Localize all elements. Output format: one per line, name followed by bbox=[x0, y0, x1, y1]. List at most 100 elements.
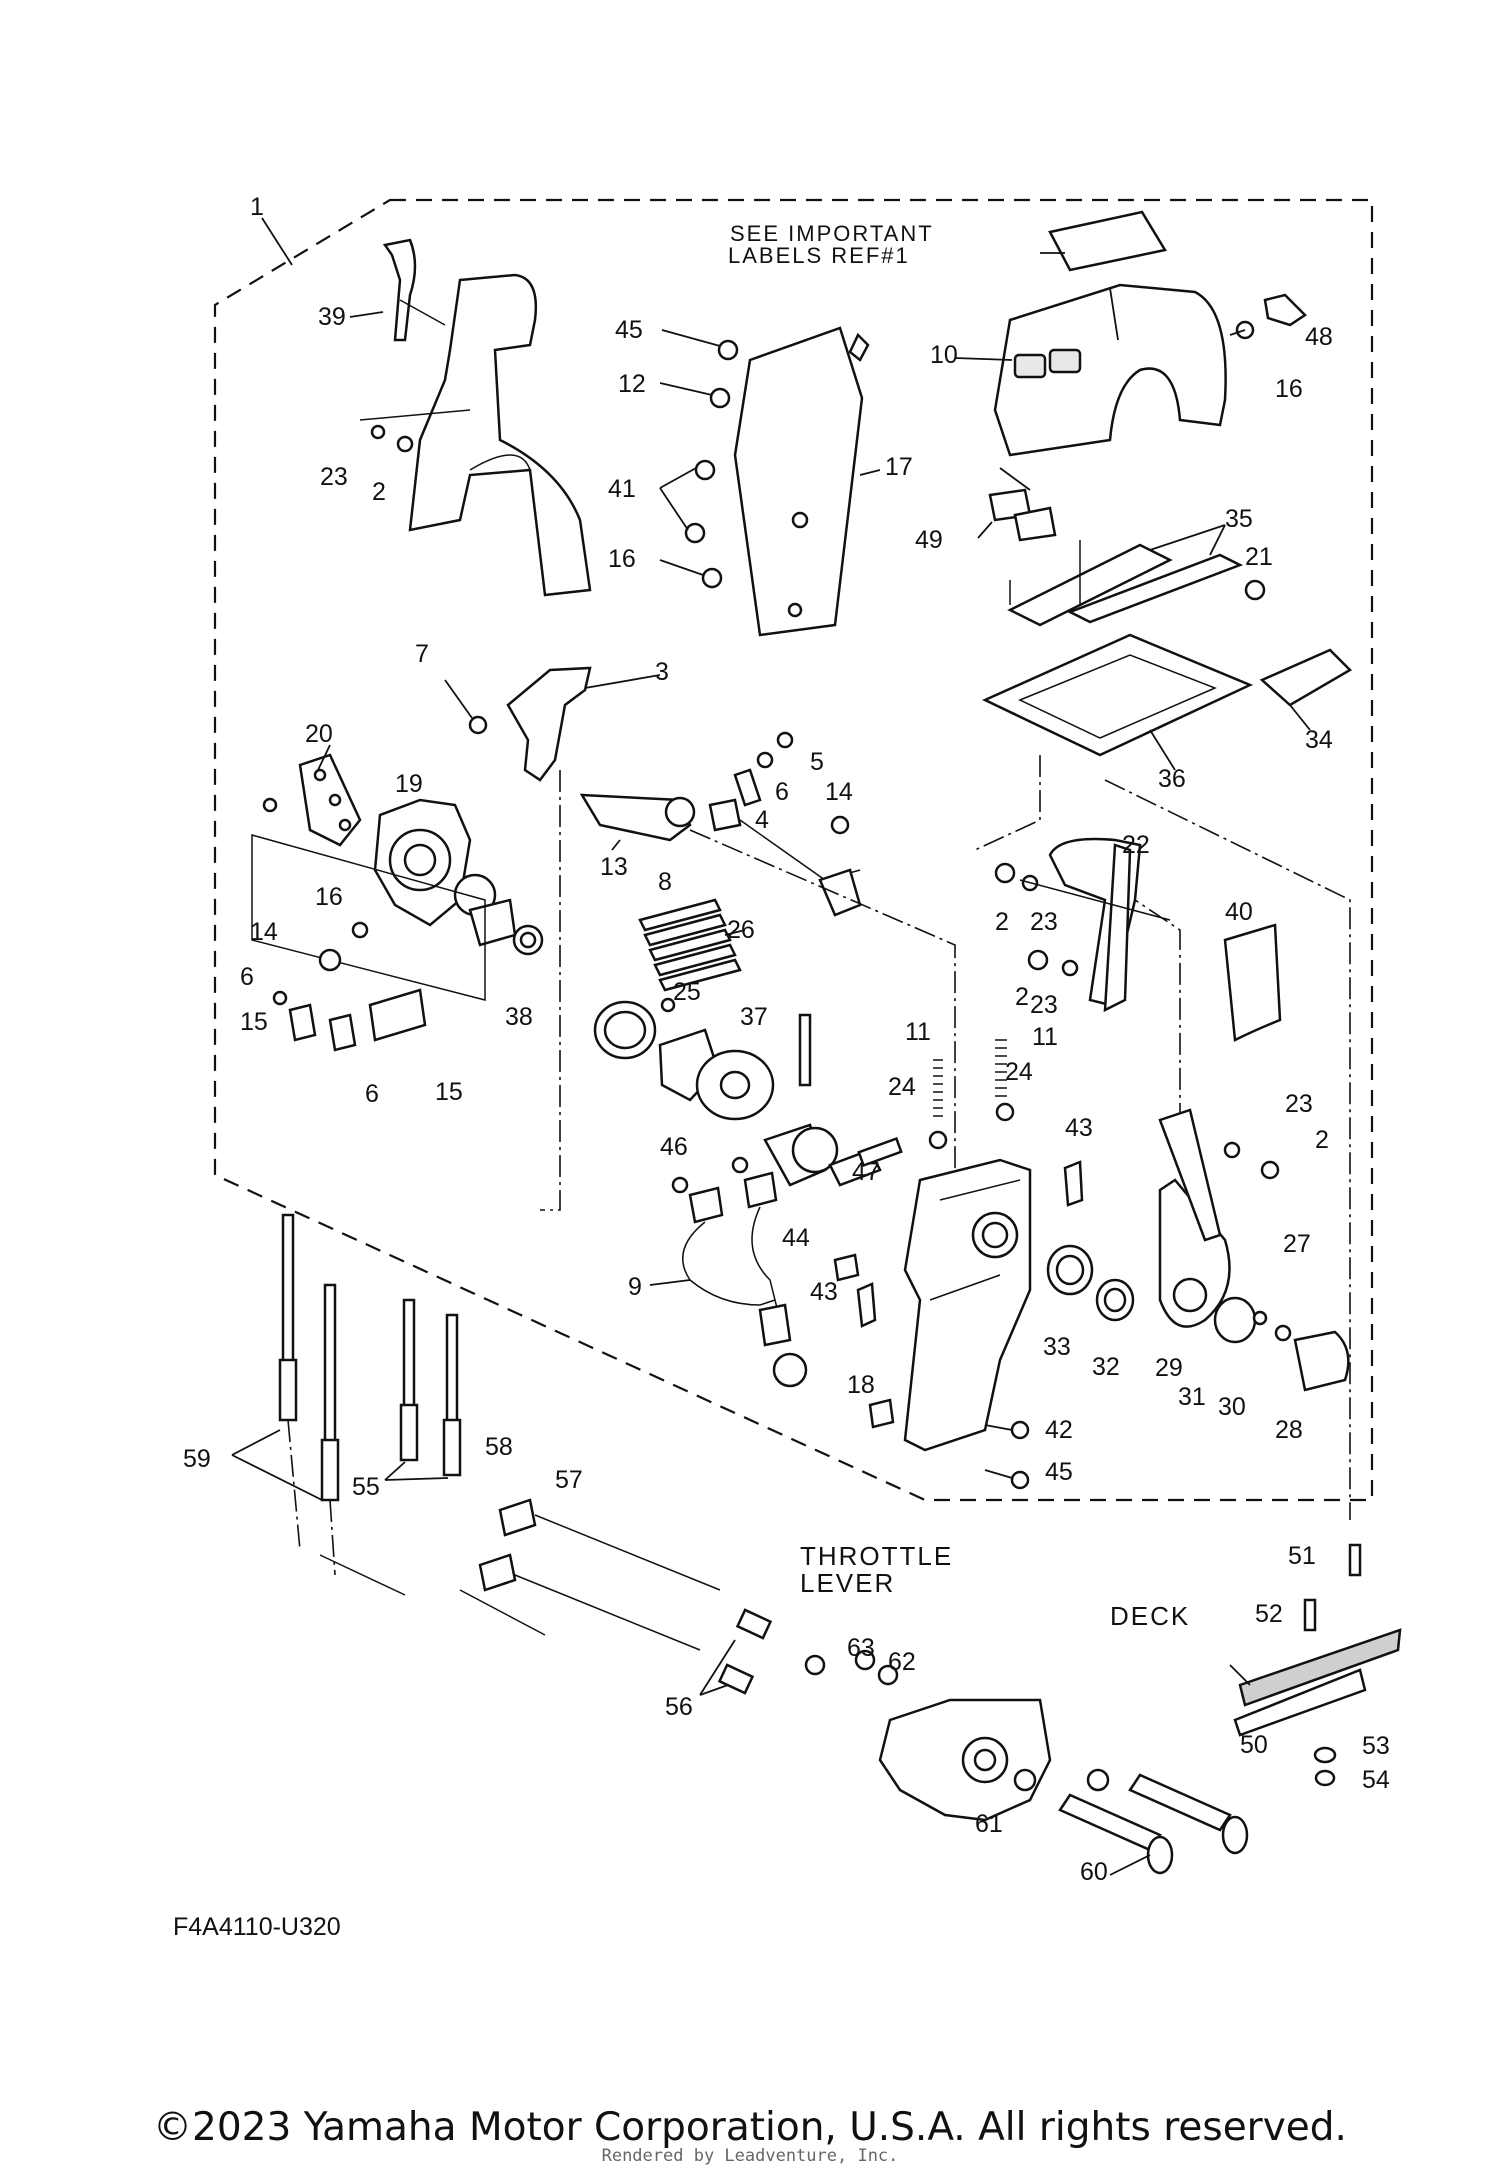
throttle-lever-note-line-1: THROTTLE bbox=[800, 1541, 953, 1571]
callout-2: 2 bbox=[1315, 1126, 1329, 1154]
small-knob bbox=[1263, 293, 1307, 327]
copyright-notice: ©2023 Yamaha Motor Corporation, U.S.A. A… bbox=[153, 2105, 1347, 2150]
callout-20: 20 bbox=[305, 720, 333, 748]
lever-housing bbox=[1048, 837, 1142, 1013]
callout-17: 17 bbox=[885, 453, 913, 481]
callout-34: 34 bbox=[1305, 726, 1333, 754]
callout-39: 39 bbox=[318, 303, 346, 331]
callout-11: 11 bbox=[905, 1018, 931, 1046]
callout-3: 3 bbox=[655, 658, 669, 686]
callout-7: 7 bbox=[415, 640, 429, 668]
callout-14: 14 bbox=[250, 918, 278, 946]
shift-bracket bbox=[506, 666, 661, 782]
callout-2: 2 bbox=[372, 478, 386, 506]
callout-14: 14 bbox=[825, 778, 853, 806]
callout-45: 45 bbox=[615, 316, 643, 344]
detent-plate bbox=[298, 744, 362, 847]
cable-ends bbox=[231, 1213, 462, 1502]
callout-18: 18 bbox=[847, 1371, 875, 1399]
gear-housing bbox=[373, 798, 497, 927]
callout-57: 57 bbox=[555, 1466, 583, 1494]
rail-cover bbox=[1259, 648, 1353, 707]
control-cables bbox=[319, 1498, 773, 1696]
callout-56: 56 bbox=[665, 1693, 693, 1721]
callout-62: 62 bbox=[888, 1648, 916, 1676]
important-labels-line-1: SEE IMPORTANT bbox=[730, 221, 934, 246]
throttle-lever-assembly bbox=[804, 1649, 1249, 1876]
callout-29: 29 bbox=[1155, 1354, 1183, 1382]
callout-15: 15 bbox=[240, 1008, 268, 1036]
callout-28: 28 bbox=[1275, 1416, 1303, 1444]
callout-19: 19 bbox=[395, 770, 423, 798]
callout-8: 8 bbox=[658, 868, 672, 896]
callout-5: 5 bbox=[810, 748, 824, 776]
callout-16: 16 bbox=[608, 545, 636, 573]
callout-16: 16 bbox=[1275, 375, 1303, 403]
callout-41: 41 bbox=[608, 475, 636, 503]
mounting-hardware bbox=[1229, 1543, 1402, 1787]
callout-2: 2 bbox=[995, 908, 1009, 936]
rendered-by-credit: Rendered by Leadventure, Inc. bbox=[601, 2146, 899, 2166]
callout-33: 33 bbox=[1043, 1333, 1071, 1361]
assembly-boundary bbox=[213, 198, 1374, 1502]
main-control-housing bbox=[903, 1158, 1032, 1452]
cover-buttons bbox=[977, 467, 1057, 542]
cover-plate-screws bbox=[659, 329, 739, 589]
callout-6: 6 bbox=[775, 778, 789, 806]
callout-12: 12 bbox=[618, 370, 646, 398]
callout-38: 38 bbox=[505, 1003, 533, 1031]
callout-11: 11 bbox=[1032, 1023, 1058, 1051]
callout-23: 23 bbox=[1030, 991, 1058, 1019]
callout-6: 6 bbox=[365, 1080, 379, 1108]
callout-54: 54 bbox=[1362, 1766, 1390, 1794]
callout-21: 21 bbox=[1245, 543, 1273, 571]
handle-lever-ghost bbox=[408, 273, 592, 597]
callout-23: 23 bbox=[1285, 1090, 1313, 1118]
callout-13: 13 bbox=[600, 853, 628, 881]
callout-37: 37 bbox=[740, 1003, 768, 1031]
callout-58: 58 bbox=[485, 1433, 513, 1461]
callout-15: 15 bbox=[435, 1078, 463, 1106]
callout-24: 24 bbox=[888, 1073, 916, 1101]
callout-44: 44 bbox=[782, 1224, 810, 1252]
diagram-code: F4A4110-U320 bbox=[173, 1913, 341, 1941]
callout-10: 10 bbox=[930, 341, 958, 369]
callout-31: 31 bbox=[1178, 1383, 1206, 1411]
top-cover bbox=[954, 283, 1227, 457]
callout-63: 63 bbox=[847, 1634, 875, 1662]
callout-53: 53 bbox=[1362, 1732, 1390, 1760]
callout-24: 24 bbox=[1005, 1058, 1033, 1086]
base-gasket bbox=[982, 633, 1254, 771]
callout-4: 4 bbox=[755, 806, 769, 834]
callout-32: 32 bbox=[1092, 1353, 1120, 1381]
callout-40: 40 bbox=[1225, 898, 1253, 926]
guide-rails bbox=[1007, 524, 1244, 627]
callout-6: 6 bbox=[240, 963, 254, 991]
callout-23: 23 bbox=[320, 463, 348, 491]
callout-46: 46 bbox=[660, 1133, 688, 1161]
callout-52: 52 bbox=[1255, 1600, 1283, 1628]
return-springs bbox=[933, 1039, 1007, 1117]
important-label-sticker bbox=[1040, 210, 1167, 272]
callout-9: 9 bbox=[628, 1273, 642, 1301]
callout-43: 43 bbox=[1065, 1114, 1093, 1142]
callout-49: 49 bbox=[915, 526, 943, 554]
deck-note: DECK bbox=[1110, 1601, 1190, 1631]
callout-55: 55 bbox=[352, 1473, 380, 1501]
callout-61: 61 bbox=[975, 1810, 1003, 1838]
callout-23: 23 bbox=[1030, 908, 1058, 936]
handle-clip bbox=[382, 238, 446, 342]
callout-1: 1 bbox=[250, 193, 264, 221]
callout-48: 48 bbox=[1305, 323, 1333, 351]
friction-plates bbox=[638, 898, 746, 992]
callout-42: 42 bbox=[1045, 1416, 1073, 1444]
callout-59: 59 bbox=[183, 1445, 211, 1473]
callout-35: 35 bbox=[1225, 505, 1253, 533]
callout-51: 51 bbox=[1288, 1542, 1316, 1570]
callout-2: 2 bbox=[1015, 983, 1029, 1011]
callout-45: 45 bbox=[1045, 1458, 1073, 1486]
lever-shell bbox=[1223, 923, 1282, 1042]
callout-43: 43 bbox=[810, 1278, 838, 1306]
callout-36: 36 bbox=[1158, 765, 1186, 793]
